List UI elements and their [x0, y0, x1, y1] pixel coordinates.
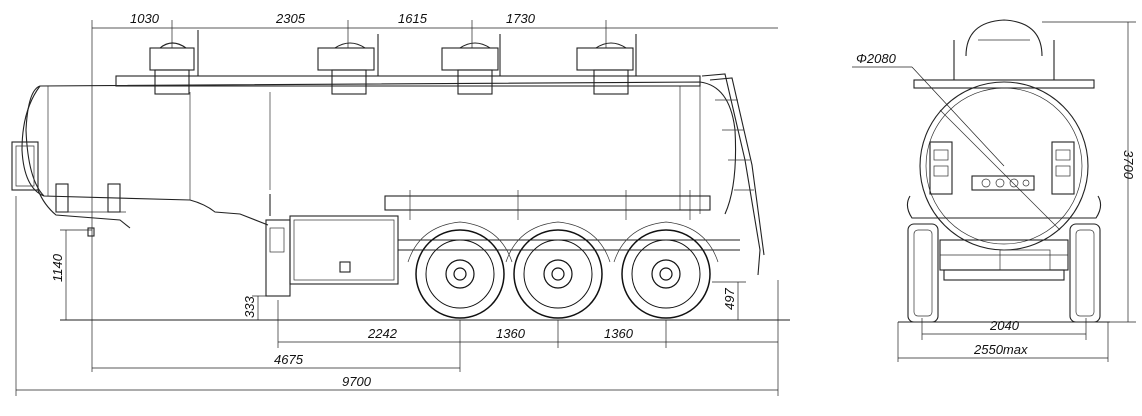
dim-kingpin-to-axle: 4675 — [274, 352, 304, 367]
dim-coupling-height: 1140 — [50, 253, 65, 282]
rear-lights-right — [1051, 141, 1075, 195]
top-walkway — [115, 75, 701, 87]
wheel-axle-1 — [415, 229, 505, 319]
manhole-1 — [149, 30, 199, 95]
wheel-axle-3 — [621, 229, 711, 319]
side-bottom-dimensions: 2242 1360 1360 4675 9700 — [15, 196, 779, 396]
side-vertical-dimensions: 1140 333 497 — [50, 229, 746, 320]
dim-top-4: 1730 — [506, 11, 536, 26]
rear-chassis — [906, 195, 1102, 323]
rear-width-dimensions: 2040 2550max — [897, 318, 1109, 362]
rear-lights-left — [929, 141, 953, 195]
dim-track-width: 2040 — [989, 318, 1020, 333]
rear-height-dimension: 3700 — [1042, 21, 1136, 323]
front-coupling — [11, 141, 131, 237]
dim-overall-width: 2550max — [973, 342, 1028, 357]
dim-axle-spacing-2: 1360 — [604, 326, 634, 341]
manhole-3 — [441, 34, 501, 95]
dim-tank-diameter: Φ2080 — [856, 51, 897, 66]
side-top-dimensions: 1030 2305 1615 1730 — [91, 11, 778, 230]
fender-2 — [505, 221, 611, 263]
rear-ladder — [701, 73, 765, 276]
wheel-axle-2 — [513, 229, 603, 319]
dim-overall-height: 3700 — [1121, 150, 1136, 180]
dim-overall-length: 9700 — [342, 374, 372, 389]
dim-top-3: 1615 — [398, 11, 428, 26]
rear-view: Φ2080 3700 2040 2550max — [852, 19, 1136, 362]
fender-1 — [407, 221, 513, 263]
rear-dome — [965, 19, 1043, 57]
rear-diameter-callout: Φ2080 — [852, 51, 1005, 167]
side-view: 1030 2305 1615 1730 1140 333 497 224 — [11, 11, 790, 396]
dim-ground-clearance-front: 333 — [242, 296, 257, 318]
dim-top-1: 1030 — [130, 11, 160, 26]
dim-top-2: 2305 — [275, 11, 306, 26]
fender-3 — [613, 221, 719, 263]
dim-ground-clearance-rear: 497 — [722, 288, 737, 310]
dim-axle-spacing-1: 1360 — [496, 326, 526, 341]
dim-front-to-axle: 2242 — [367, 326, 398, 341]
manhole-2 — [317, 34, 379, 95]
tank-body — [21, 81, 737, 226]
manhole-4 — [576, 34, 637, 95]
